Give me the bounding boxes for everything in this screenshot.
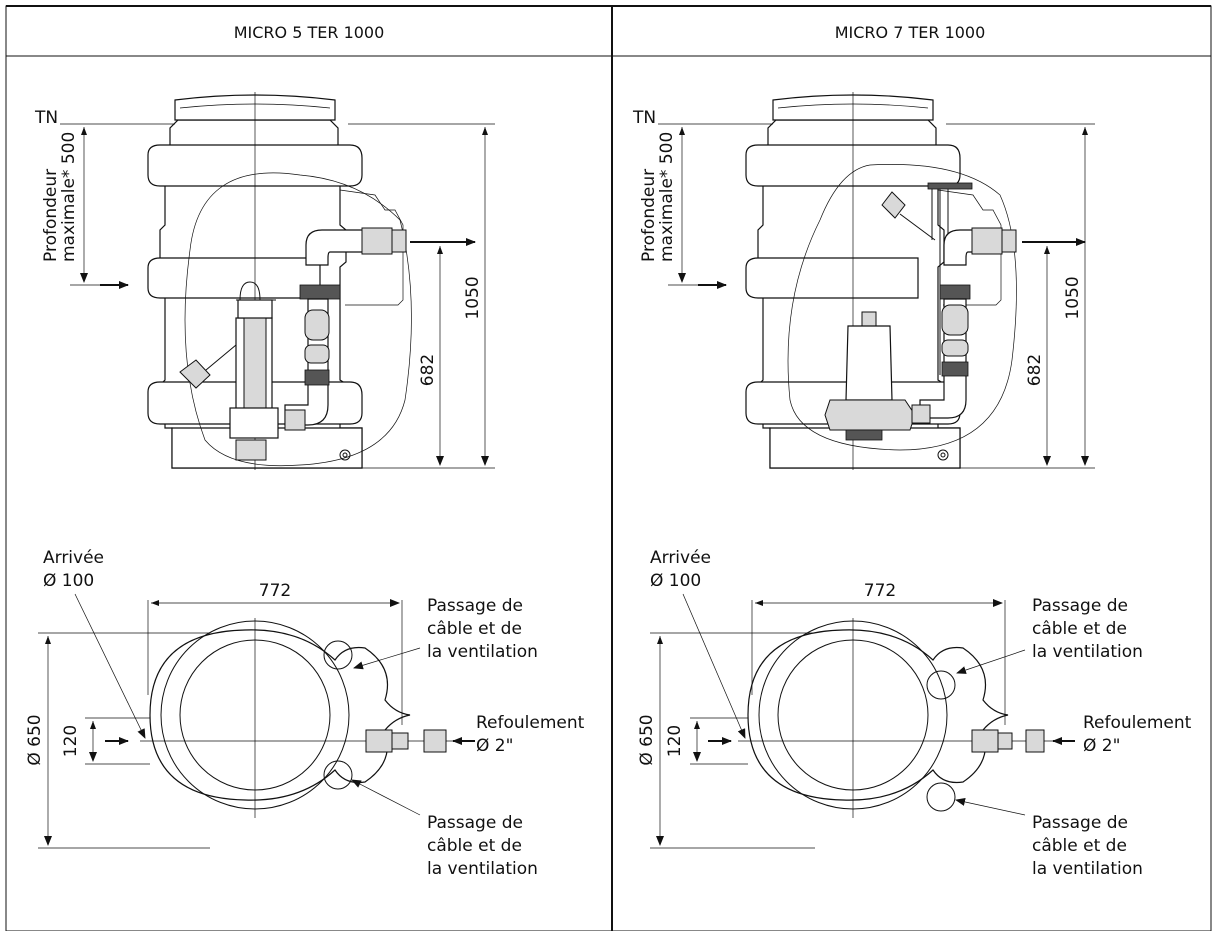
depth-label-line2: maximale* 500 (657, 132, 677, 262)
outlet-fittings (365, 729, 447, 753)
cable-bottom-line1: Passage de (1032, 813, 1128, 833)
discharge-pipe (911, 227, 1017, 424)
cable-bottom-line1: Passage de (427, 813, 523, 833)
outlet-height-value: 682 (1025, 354, 1045, 386)
depth-label: Profondeur maximale* 500 (639, 132, 677, 262)
height-dimension-value: 1050 (1063, 276, 1083, 319)
pump (824, 311, 916, 441)
depth-label: Profondeur maximale* 500 (41, 132, 79, 262)
tn-label: TN (632, 108, 656, 128)
cable-bottom-leader (955, 798, 1026, 816)
panel-title: MICRO 5 TER 1000 (234, 23, 385, 42)
inlet-leader (682, 593, 746, 739)
cable-top-line2: câble et de (427, 619, 522, 639)
cable-top-leader (353, 647, 421, 670)
top-view-tank: 772 Ø 650 120 Arrivée Ø 100 Passage de c… (637, 548, 1192, 879)
cable-top-line3: la ventilation (1032, 642, 1143, 662)
offset-dimension-value: 120 (665, 725, 685, 757)
side-view-tank: TN Profondeur maximale* 500 1050 682 (632, 92, 1095, 470)
width-dimension-value: 772 (864, 581, 896, 601)
side-view-tank: TN Profondeur maximale* 500 1050 682 (34, 92, 495, 470)
cable-port-top (926, 670, 956, 700)
panel-micro-5: MICRO 5 TER 1000 (25, 23, 585, 879)
tn-label: TN (34, 108, 58, 128)
cable-port-top (323, 640, 353, 670)
outlet-height-value: 682 (418, 354, 438, 386)
offset-dimension-value: 120 (61, 725, 81, 757)
outlet-label-line2: Ø 2" (476, 736, 513, 756)
top-view-outline (149, 629, 411, 801)
outlet-fittings (971, 729, 1045, 753)
width-dimension-value: 772 (259, 581, 291, 601)
depth-label-line1: Profondeur (639, 169, 659, 262)
panel-micro-7: MICRO 7 TER 1000 (632, 23, 1192, 879)
inlet-leader (74, 593, 146, 739)
outlet-label-line1: Refoulement (1083, 713, 1192, 733)
cable-port-bottom (926, 782, 956, 812)
inlet-label-line1: Arrivée (43, 548, 104, 568)
inlet-label-line2: Ø 100 (650, 571, 701, 591)
cable-top-line1: Passage de (1032, 596, 1128, 616)
cable-top-line1: Passage de (427, 596, 523, 616)
diameter-dimension-value: Ø 650 (637, 714, 657, 765)
depth-label-line2: maximale* 500 (59, 132, 79, 262)
discharge-pipe (284, 227, 407, 431)
cable-bottom-line3: la ventilation (1032, 859, 1143, 879)
height-dimension-value: 1050 (463, 276, 483, 319)
cable-bottom-line2: câble et de (427, 836, 522, 856)
outlet-label-line2: Ø 2" (1083, 736, 1120, 756)
diameter-dimension-value: Ø 650 (25, 714, 45, 765)
cable-bottom-leader (351, 779, 421, 816)
outlet-label-line1: Refoulement (476, 713, 585, 733)
cable-top-leader (956, 649, 1026, 674)
pump (179, 281, 279, 461)
cable-bottom-line3: la ventilation (427, 859, 538, 879)
top-view-tank: 772 Ø 650 120 Arrivée Ø 100 Passage de c… (25, 548, 585, 879)
cutaway-contour (184, 172, 412, 467)
cutaway-contour (787, 164, 1017, 451)
inlet-label-line1: Arrivée (650, 548, 711, 568)
panel-title: MICRO 7 TER 1000 (835, 23, 986, 42)
float-switch (881, 182, 973, 375)
cable-port-bottom (323, 760, 353, 790)
top-view-outline (747, 629, 1009, 801)
depth-label-line1: Profondeur (41, 169, 61, 262)
cable-top-line3: la ventilation (427, 642, 538, 662)
cable-top-line2: câble et de (1032, 619, 1127, 639)
cable-bottom-line2: câble et de (1032, 836, 1127, 856)
inlet-label-line2: Ø 100 (43, 571, 94, 591)
